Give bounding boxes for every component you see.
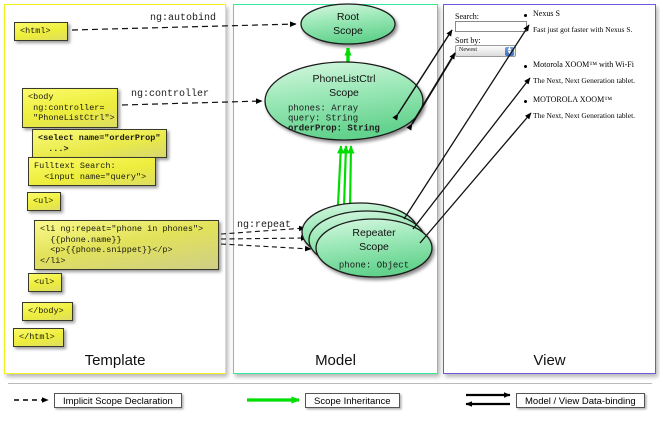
connector-label-controller: ng:controller (131, 89, 210, 100)
legend-item-scope-inheritance: Scope Inheritance (305, 393, 400, 408)
list-item: Nexus S Fast just got faster with Nexus … (533, 9, 632, 34)
list-bullet (524, 65, 527, 68)
connector-label-autobind: ng:autobind (150, 13, 217, 24)
phone-snippet: The Next, Next Generation tablet. (533, 76, 636, 85)
connector-label-repeat: ng:repeat (237, 220, 292, 231)
sort-by-select[interactable]: Newest ▲▼ (455, 45, 516, 57)
html-close-tag: </html> (13, 328, 64, 347)
phone-name: MOTOROLA XOOM™ (533, 95, 613, 104)
legend-divider (8, 383, 652, 384)
chevron-updown-icon[interactable]: ▲▼ (505, 46, 514, 56)
fulltext-search-input: Fulltext Search: <input name="query"> (28, 157, 156, 186)
html-open-tag: <html> (14, 22, 68, 41)
legend-item-implicit-scope-declaration: Implicit Scope Declaration (54, 393, 182, 408)
list-bullet (524, 100, 527, 103)
ul-open-tag: <ul> (27, 192, 61, 211)
li-ngrepeat-block: <li ng:repeat="phone in phones"> {{phone… (34, 220, 219, 270)
sort-by-selected-value: Newest (459, 47, 477, 53)
legend: Implicit Scope Declaration Scope Inherit… (0, 381, 660, 421)
body-close-tag: </body> (22, 302, 73, 321)
column-model: Model (233, 4, 438, 374)
phone-snippet: The Next, Next Generation tablet. (533, 111, 636, 120)
select-orderprop-tag: <select name="orderProp" ...> (32, 129, 167, 158)
list-bullet (524, 14, 527, 17)
list-item: Motorola XOOM™ with Wi-Fi The Next, Next… (533, 60, 635, 85)
phone-snippet: Fast just got faster with Nexus S. (533, 25, 633, 34)
column-label-template: Template (84, 352, 146, 369)
column-label-view: View (533, 352, 566, 369)
list-item: MOTOROLA XOOM™ The Next, Next Generation… (533, 95, 635, 120)
phone-name: Motorola XOOM™ with Wi-Fi (533, 60, 634, 69)
body-controller-tag: <body ng:controller= "PhoneListCtrl"> (22, 88, 118, 128)
ul-close-tag: <ul> (28, 273, 62, 292)
legend-item-model-view-data-binding: Model / View Data-binding (516, 393, 645, 408)
search-input[interactable] (455, 21, 527, 32)
phone-name: Nexus S (533, 9, 560, 18)
column-label-model: Model (315, 352, 356, 369)
search-label: Search: (455, 12, 479, 21)
sort-label: Sort by: (455, 36, 481, 45)
